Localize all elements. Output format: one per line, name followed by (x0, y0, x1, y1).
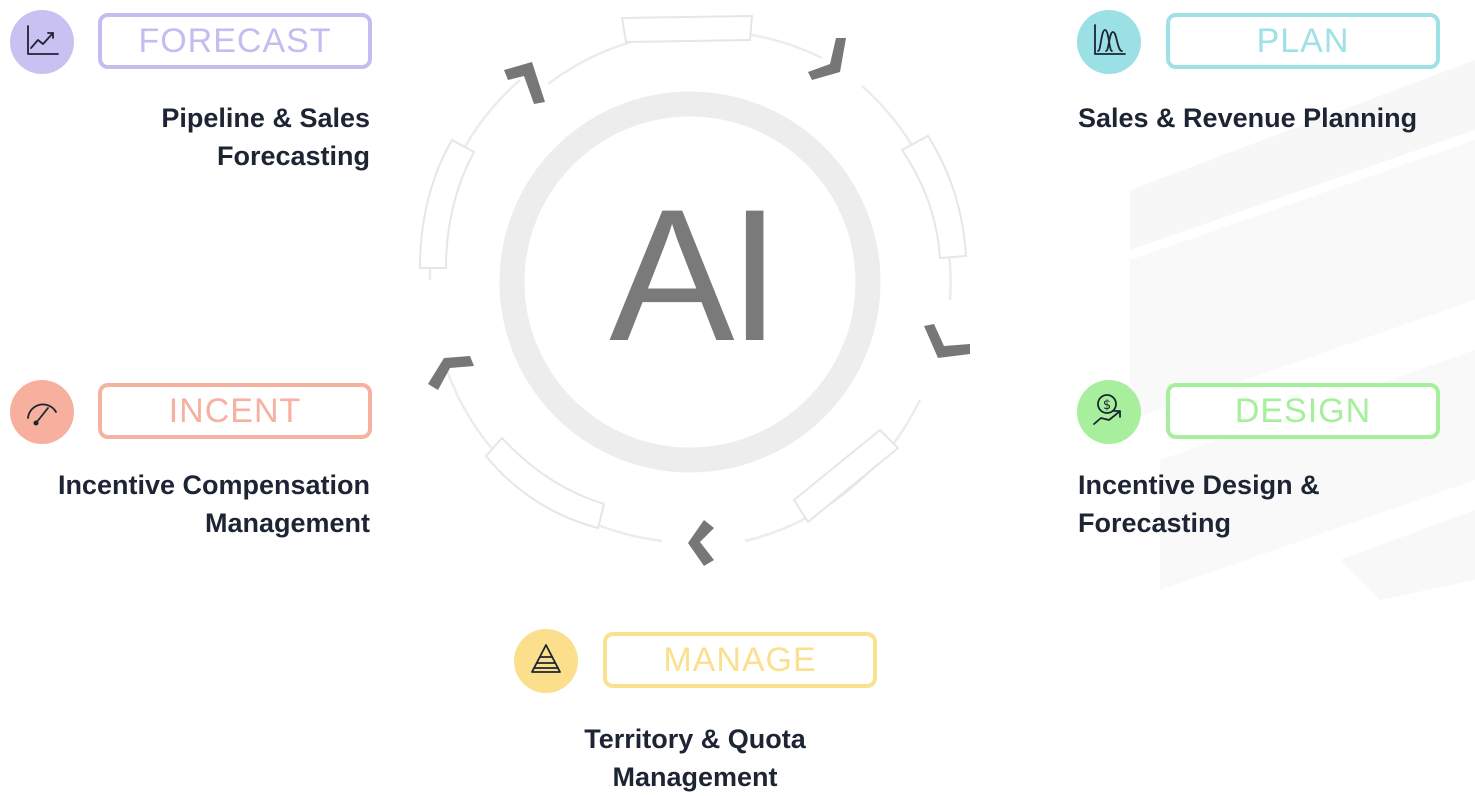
forecast-tag[interactable]: FORECAST (98, 13, 372, 69)
arrow-right (924, 324, 970, 358)
incent-description-line-1: Incentive Compensation (57, 470, 370, 500)
arrow-top-left (504, 62, 545, 104)
forecast-description-line-1: Pipeline & Sales (161, 103, 370, 133)
manage-icon-circle (514, 629, 578, 693)
manage-description: Territory & Quota Management (495, 720, 895, 796)
forecast-description-line-2: Forecasting (216, 141, 370, 171)
design-tag[interactable]: DESIGN (1166, 383, 1440, 439)
incent-description-line-2: Management (204, 508, 370, 538)
arrow-bottom (688, 520, 714, 566)
manage-tag[interactable]: MANAGE (603, 632, 877, 688)
design-icon-circle: $ (1077, 380, 1141, 444)
dollar-hand-icon: $ (1089, 390, 1129, 435)
arrow-top-right (808, 38, 846, 80)
pyramid-icon (526, 639, 566, 684)
incent-description: Incentive Compensation Management (0, 466, 370, 542)
manage-description-line-1: Territory & Quota (584, 724, 806, 754)
incent-icon-circle (10, 380, 74, 444)
forecast-description: Pipeline & Sales Forecasting (20, 99, 370, 175)
svg-text:$: $ (1103, 398, 1111, 413)
gauge-icon (22, 390, 62, 435)
arrow-left (428, 356, 474, 390)
design-description: Incentive Design & Forecasting (1078, 466, 1458, 542)
distribution-chart-icon (1089, 20, 1129, 65)
manage-description-line-2: Management (612, 762, 778, 792)
plan-tag[interactable]: PLAN (1166, 13, 1440, 69)
design-description-line-1: Incentive Design & (1078, 470, 1320, 500)
design-description-line-2: Forecasting (1078, 508, 1232, 538)
line-chart-icon (22, 20, 62, 65)
plan-icon-circle (1077, 10, 1141, 74)
plan-description: Sales & Revenue Planning (1078, 99, 1468, 137)
ai-center-label: AI (609, 170, 781, 380)
incent-tag[interactable]: INCENT (98, 383, 372, 439)
forecast-icon-circle (10, 10, 74, 74)
plan-description-line-1: Sales & Revenue Planning (1078, 103, 1418, 133)
